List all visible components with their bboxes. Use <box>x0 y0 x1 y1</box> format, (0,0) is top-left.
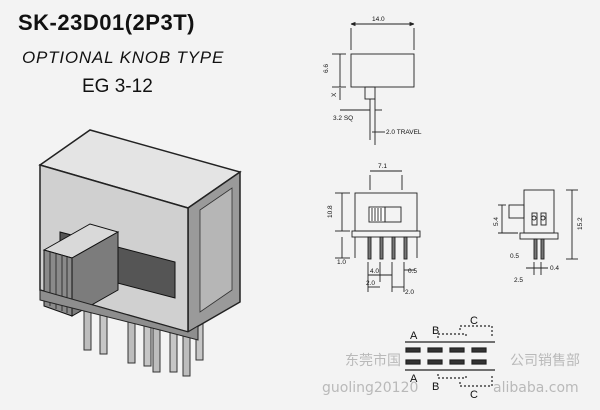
side-pin-width-dim: 0.5 <box>510 253 519 260</box>
side-knob-height-dim: 5.4 <box>493 217 500 226</box>
front-view-drawing <box>335 170 421 292</box>
top-width-dim: 14.0 <box>372 16 385 23</box>
model-code: EG 3-12 <box>82 76 153 97</box>
schematic-label-a-lower: A <box>410 373 418 385</box>
side-view-drawing <box>498 189 578 275</box>
top-travel-dim: 2.0 TRAVEL <box>386 129 422 136</box>
schematic-label-b: B <box>432 325 439 337</box>
front-pitch-a-dim: 4.0 <box>370 268 379 275</box>
top-x-dim: X <box>331 92 338 97</box>
watermark-line-1: 东莞市国 <box>345 352 401 369</box>
watermark-line-4: alibaba.com <box>493 380 579 396</box>
schematic-label-c: C <box>470 315 478 327</box>
front-pin-length-dim: 1.0 <box>337 259 346 266</box>
schematic-label-c-lower: C <box>470 389 478 401</box>
front-height-dim: 10.8 <box>327 205 334 218</box>
watermark-line-3: guoling20120 <box>322 380 418 396</box>
side-pitch-dim: 2.5 <box>514 277 523 284</box>
watermark-line-2: 公司销售部 <box>510 353 580 369</box>
side-pin-thickness-dim: 0.4 <box>550 265 559 272</box>
front-pin-width-dim: 0.5 <box>408 268 417 275</box>
front-pitch-b-dim: 2.0 <box>366 280 375 287</box>
front-width-dim: 7.1 <box>378 163 387 170</box>
top-view-drawing <box>332 21 415 145</box>
switch-3d-illustration <box>38 129 242 377</box>
schematic-label-a: A <box>410 330 418 342</box>
schematic-label-b-lower: B <box>432 381 439 393</box>
contact-schematic <box>405 325 495 387</box>
front-pitch-c-dim: 2.0 <box>405 289 414 296</box>
side-total-height-dim: 15.2 <box>577 217 584 230</box>
product-title: SK-23D01(2P3T) <box>18 10 195 35</box>
top-height-dim: 6.6 <box>323 64 330 73</box>
product-subtitle: OPTIONAL KNOB TYPE <box>22 48 225 67</box>
top-knob-dim: 3.2 SQ <box>333 115 353 122</box>
